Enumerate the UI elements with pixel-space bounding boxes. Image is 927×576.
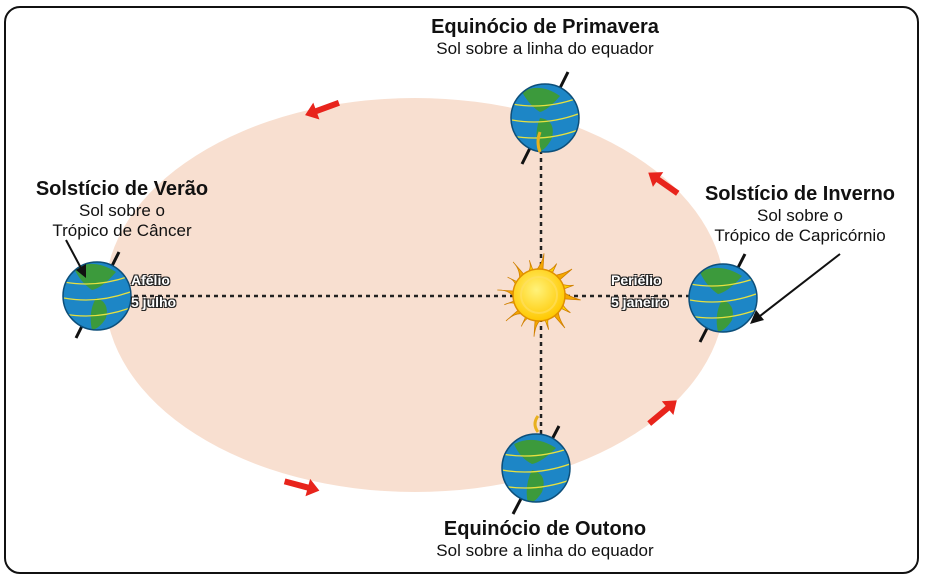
earth-globe-icon bbox=[688, 253, 758, 343]
summer-solstice-title: Solstício de Verão bbox=[35, 178, 209, 200]
summer-solstice-subtitle-line2: Trópico de Câncer bbox=[52, 220, 192, 240]
winter-solstice-title: Solstício de Inverno bbox=[704, 183, 896, 205]
perihelion-label: Periélio 5 janeiro bbox=[611, 270, 669, 313]
pointer-arrow-winter bbox=[750, 253, 841, 324]
aphelion-name: Afélio bbox=[131, 272, 170, 288]
aphelion-date: 5 julho bbox=[131, 293, 177, 310]
aphelion-label: Afélio 5 julho bbox=[131, 270, 176, 313]
label-summer-solstice: Solstício de Verão Sol sobre o Trópico d… bbox=[12, 178, 232, 240]
autumn-equinox-subtitle: Sol sobre a linha do equador bbox=[436, 541, 654, 560]
earth-globe-icon bbox=[510, 71, 580, 165]
orbit-direction-arrow-icon bbox=[283, 478, 320, 497]
winter-solstice-subtitle-line2: Trópico de Capricórnio bbox=[714, 225, 886, 245]
autumn-equinox-title: Equinócio de Outono bbox=[443, 518, 647, 540]
orbit-direction-arrow-icon bbox=[647, 400, 677, 426]
pointer-arrow-summer bbox=[65, 239, 86, 278]
earth-globe-icon bbox=[501, 415, 571, 515]
orbit-direction-arrow-icon bbox=[305, 100, 340, 120]
label-autumn-equinox: Equinócio de Outono Sol sobre a linha do… bbox=[380, 518, 710, 561]
earth-globe-icon bbox=[62, 251, 132, 339]
perihelion-name: Periélio bbox=[611, 272, 662, 288]
winter-solstice-subtitle-line1: Sol sobre o bbox=[757, 206, 843, 225]
sun-icon bbox=[497, 253, 581, 337]
diagram-frame bbox=[4, 6, 919, 574]
perihelion-date: 5 janeiro bbox=[611, 293, 669, 310]
spring-equinox-subtitle: Sol sobre a linha do equador bbox=[436, 39, 654, 58]
orbit-direction-arrow-icon bbox=[648, 172, 680, 196]
summer-solstice-subtitle-line1: Sol sobre o bbox=[79, 201, 165, 220]
label-spring-equinox: Equinócio de Primavera Sol sobre a linha… bbox=[380, 16, 710, 59]
label-winter-solstice: Solstício de Inverno Sol sobre o Trópico… bbox=[680, 183, 920, 245]
spring-equinox-title: Equinócio de Primavera bbox=[431, 16, 659, 38]
